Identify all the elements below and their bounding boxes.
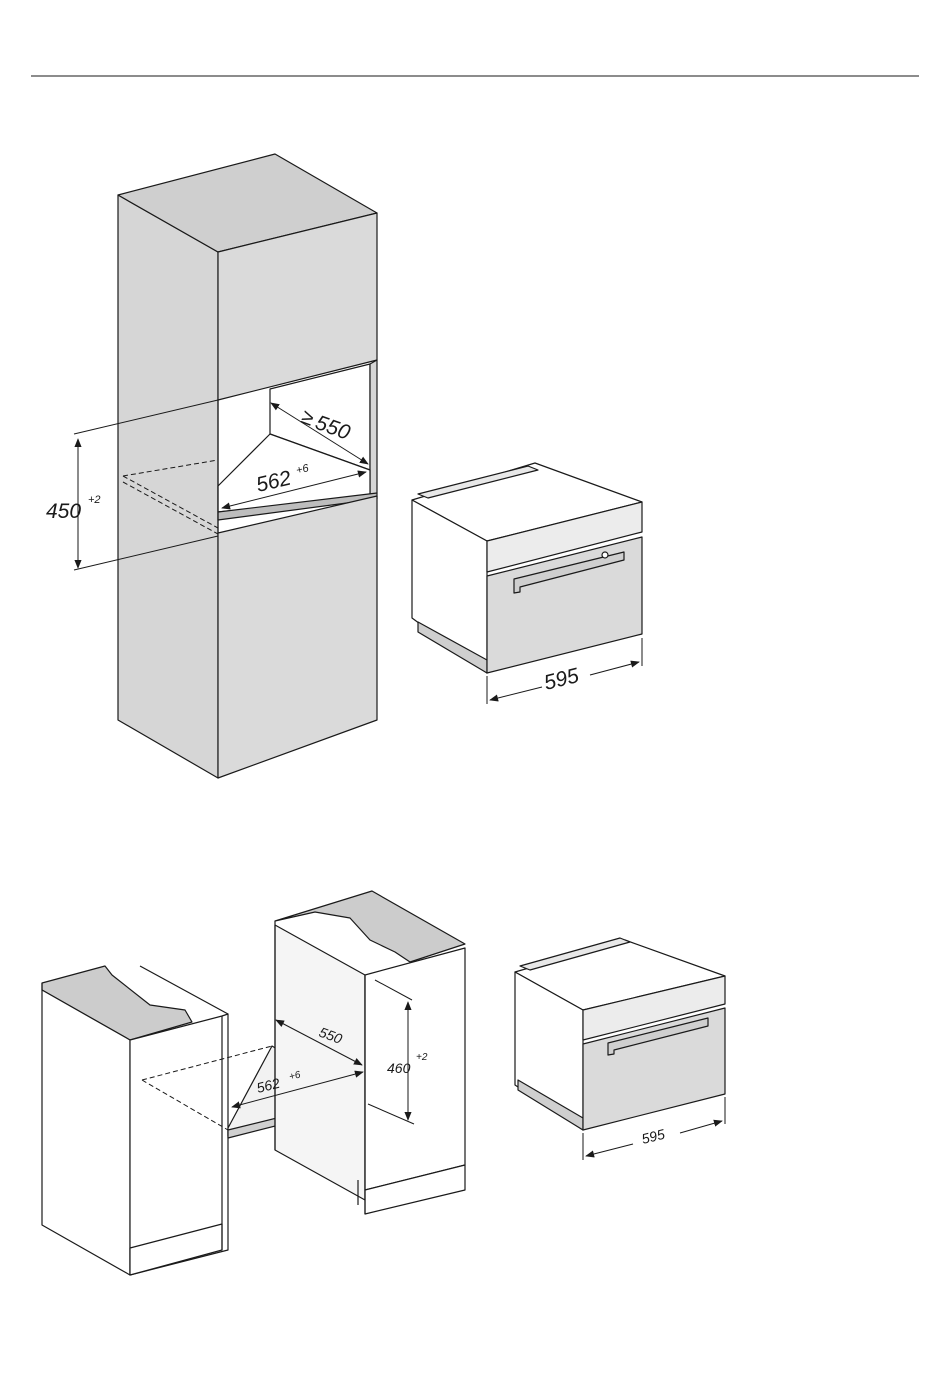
tall-height-value: 450 <box>46 500 81 523</box>
base-height-tolerance: +2 <box>416 1052 428 1063</box>
tall-appliance-knob[interactable] <box>602 552 608 558</box>
tall-appliance-width-value: 595 <box>542 664 582 695</box>
tall-niche-right-upright <box>370 360 377 497</box>
base-right-cabinet <box>275 891 465 1214</box>
base-left-cabinet <box>42 966 228 1275</box>
tall-cabinet-side <box>118 195 218 778</box>
tall-appliance <box>412 463 642 673</box>
tall-height-tolerance: +2 <box>88 494 101 506</box>
base-right-side-inner <box>275 925 365 1200</box>
tall-unit-figure <box>118 154 377 778</box>
base-appliance <box>515 938 725 1130</box>
base-right-front <box>365 948 465 1190</box>
base-height-value: 460 <box>387 1060 411 1076</box>
base-left-side <box>42 990 130 1275</box>
base-appliance-width-value: 595 <box>640 1126 667 1147</box>
tall-cabinet-lower-front <box>218 496 377 778</box>
